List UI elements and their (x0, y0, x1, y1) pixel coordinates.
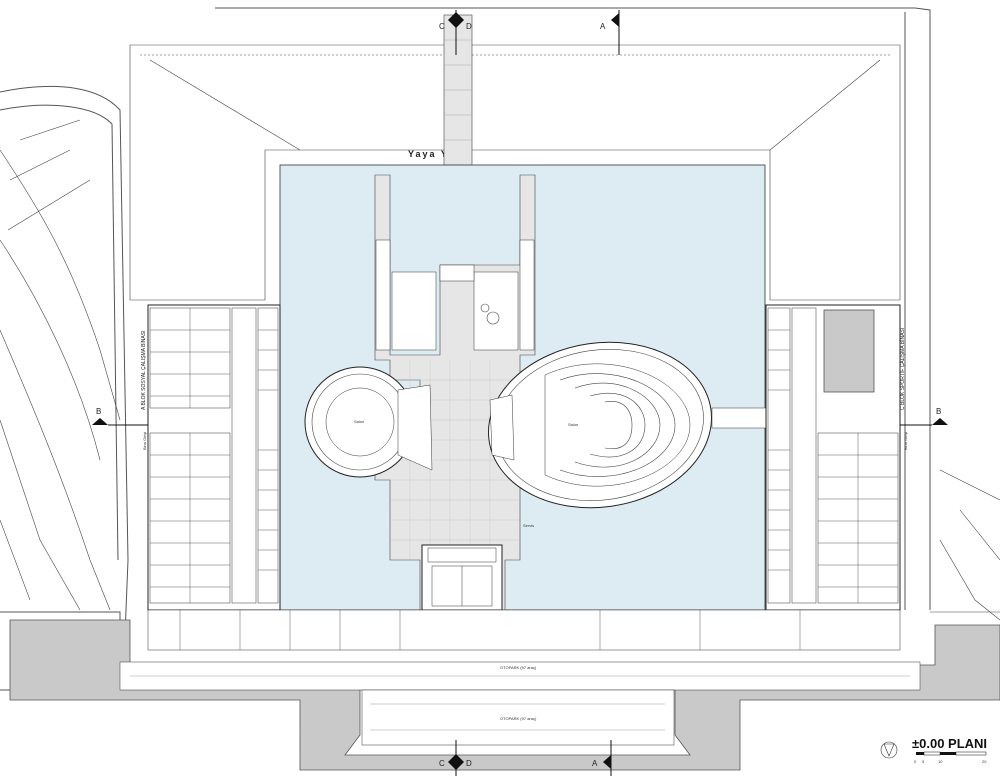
service-label: Servis (523, 523, 534, 528)
left-wing-label: A BLOK SOSYAL ÇALIŞMA BİNASI (140, 331, 147, 410)
north-arrow-icon (880, 741, 898, 759)
svg-text:C: C (439, 22, 445, 31)
section-marker-top-a: A (600, 10, 620, 55)
small-hall-label: Salon (354, 419, 364, 424)
svg-text:D: D (466, 22, 472, 31)
svg-text:0: 0 (914, 759, 917, 764)
small-hall: Salon (304, 366, 433, 478)
south-service-strip (147, 609, 901, 651)
auditorium: Salon (488, 341, 783, 509)
svg-text:A: A (592, 759, 598, 768)
section-marker-right-b: B (900, 407, 948, 426)
parking-lower-label: OTOPARK (97 araç) (500, 716, 537, 721)
svg-text:B: B (936, 407, 941, 416)
pedestrian-way-label: Yaya Yolu (408, 149, 468, 159)
south-entrance-block: Servis (421, 523, 534, 611)
section-marker-bottom-cd: C D (439, 740, 472, 776)
right-entrance-label: Bina Girişi (903, 432, 908, 450)
svg-text:B: B (96, 407, 101, 416)
left-entrance-label: Bina Girişi (142, 432, 147, 450)
svg-text:20: 20 (982, 759, 987, 764)
section-marker-bottom-a: A (592, 740, 612, 776)
svg-text:C: C (439, 759, 445, 768)
context-roads (0, 7, 1000, 691)
auditorium-label: Salon (568, 422, 578, 427)
scale-bar: 0 5 10 20 (914, 751, 987, 764)
left-wing: A BLOK SOSYAL ÇALIŞMA BİNASI Bina Girişi (140, 304, 281, 611)
svg-text:5: 5 (922, 759, 925, 764)
section-marker-left-b: B (92, 407, 148, 426)
right-wing-label: C BLOK SPORTİF ÇALIŞMA BİNASI (899, 328, 906, 410)
svg-text:10: 10 (938, 759, 943, 764)
parking-upper-label: OTOPARK (97 araç) (500, 665, 537, 670)
svg-text:A: A (600, 22, 606, 31)
north-block (375, 239, 535, 351)
section-marker-top-cd: C D (439, 10, 472, 55)
right-wing: C BLOK SPORTİF ÇALIŞMA BİNASI Bina Giriş… (765, 304, 908, 611)
plan-title: ±0.00 PLANI (912, 736, 987, 751)
svg-text:D: D (466, 759, 472, 768)
parking: OTOPARK (97 araç) OTOPARK (97 araç) (9, 619, 1000, 771)
